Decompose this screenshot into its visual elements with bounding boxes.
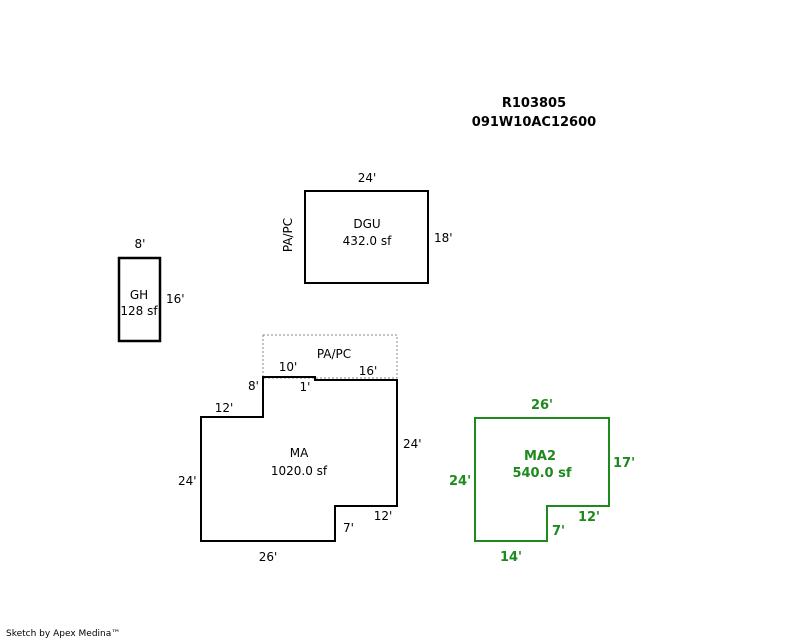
ma2-notch-horizontal-dimension: 12' — [578, 510, 600, 525]
gh-top-dimension: 8' — [135, 237, 146, 251]
ma-bottom-dimension: 26' — [259, 550, 278, 564]
ma2-building: MA2 540.0 sf 26' 17' 24' 12' 7' 14' — [449, 398, 635, 565]
gh-building: GH 128 sf 8' 16' — [117, 237, 185, 343]
dgu-building: DGU 432.0 sf 24' 18' PA/PC — [281, 171, 453, 284]
ma2-left-dimension: 24' — [449, 474, 471, 489]
ma-left-dimension: 24' — [178, 474, 197, 488]
ma-notch-vertical-dimension: 7' — [343, 521, 354, 535]
dgu-right-dimension: 18' — [434, 231, 453, 245]
dgu-outline — [304, 190, 429, 284]
sketch-credit: Sketch by Apex Medina™ — [6, 629, 120, 639]
gh-area: 128 sf — [120, 304, 158, 318]
ma2-bottom-dimension: 14' — [500, 550, 522, 565]
ma-notch-horizontal-dimension: 12' — [374, 509, 393, 523]
dgu-side-label: PA/PC — [281, 218, 295, 252]
map-lot-number: 091W10AC12600 — [472, 115, 596, 130]
account-number: R103805 — [502, 96, 566, 111]
ma-outline — [200, 376, 398, 542]
ma-jog-dimension: 1' — [300, 380, 311, 394]
ma-right-dimension: 24' — [403, 437, 422, 451]
ma2-area: 540.0 sf — [512, 466, 571, 481]
dgu-area: 432.0 sf — [343, 234, 392, 248]
ma2-name: MA2 — [524, 449, 556, 464]
ma-top-right-dimension: 16' — [359, 364, 378, 378]
ma-left-step-dimension: 8' — [248, 379, 259, 393]
gh-name: GH — [130, 288, 148, 302]
dgu-top-dimension: 24' — [358, 171, 377, 185]
gh-right-dimension: 16' — [166, 292, 185, 306]
ma2-outline — [474, 417, 610, 542]
ma-building: PA/PC MA 1020.0 sf 8' 10' 1' 16' 12' 24'… — [178, 334, 422, 564]
ma2-top-dimension: 26' — [531, 398, 553, 413]
ma-left-top-dimension: 12' — [215, 401, 234, 415]
ma2-notch-vertical-dimension: 7' — [552, 524, 565, 539]
ma-area: 1020.0 sf — [271, 464, 328, 478]
ma-porch-outline — [262, 334, 398, 379]
dgu-name: DGU — [353, 217, 380, 231]
ma-porch-label: PA/PC — [317, 347, 351, 361]
ma2-right-dimension: 17' — [613, 456, 635, 471]
ma-name: MA — [290, 446, 309, 460]
gh-outline — [117, 256, 162, 343]
ma-top-left-dimension: 10' — [279, 360, 298, 374]
